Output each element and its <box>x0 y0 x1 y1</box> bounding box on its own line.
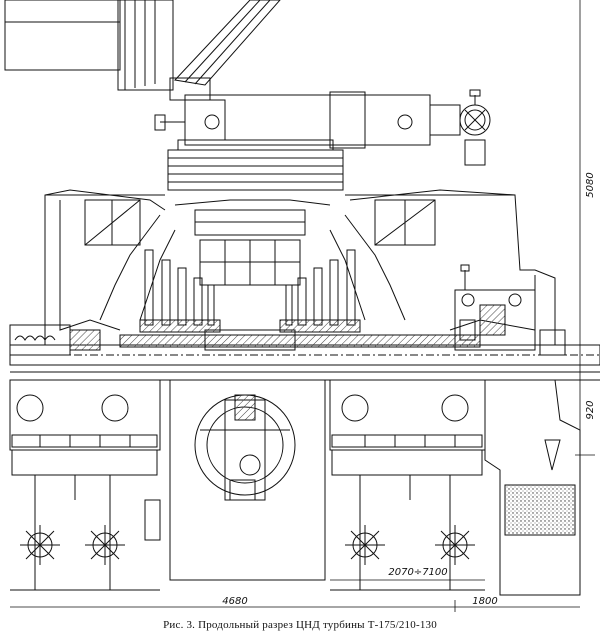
bearing-right <box>455 265 565 355</box>
central-valve-housing <box>170 380 325 580</box>
support-pumps <box>10 475 485 590</box>
lower-casing <box>10 380 485 475</box>
blade-row-left <box>140 250 220 332</box>
exhaust-duct <box>5 0 280 100</box>
right-foundation <box>485 380 580 595</box>
casing-shell <box>45 190 555 345</box>
flow-path <box>100 200 405 320</box>
bearing-left <box>10 325 100 355</box>
figure-caption: Рис. 3. Продольный разрез ЦНД турбины Т-… <box>163 619 437 631</box>
dim-length-main: 4680 <box>222 596 247 607</box>
dim-height-total: 5080 <box>585 172 596 197</box>
dim-length-right: 1800 <box>472 596 497 607</box>
dimension-lines <box>10 0 595 612</box>
steam-inlet-pipe <box>155 90 490 165</box>
dim-span-inner: 2070÷7100 <box>388 567 447 578</box>
blade-row-right <box>280 250 360 332</box>
dim-height-lower: 920 <box>585 400 596 419</box>
expansion-joint <box>168 140 343 190</box>
